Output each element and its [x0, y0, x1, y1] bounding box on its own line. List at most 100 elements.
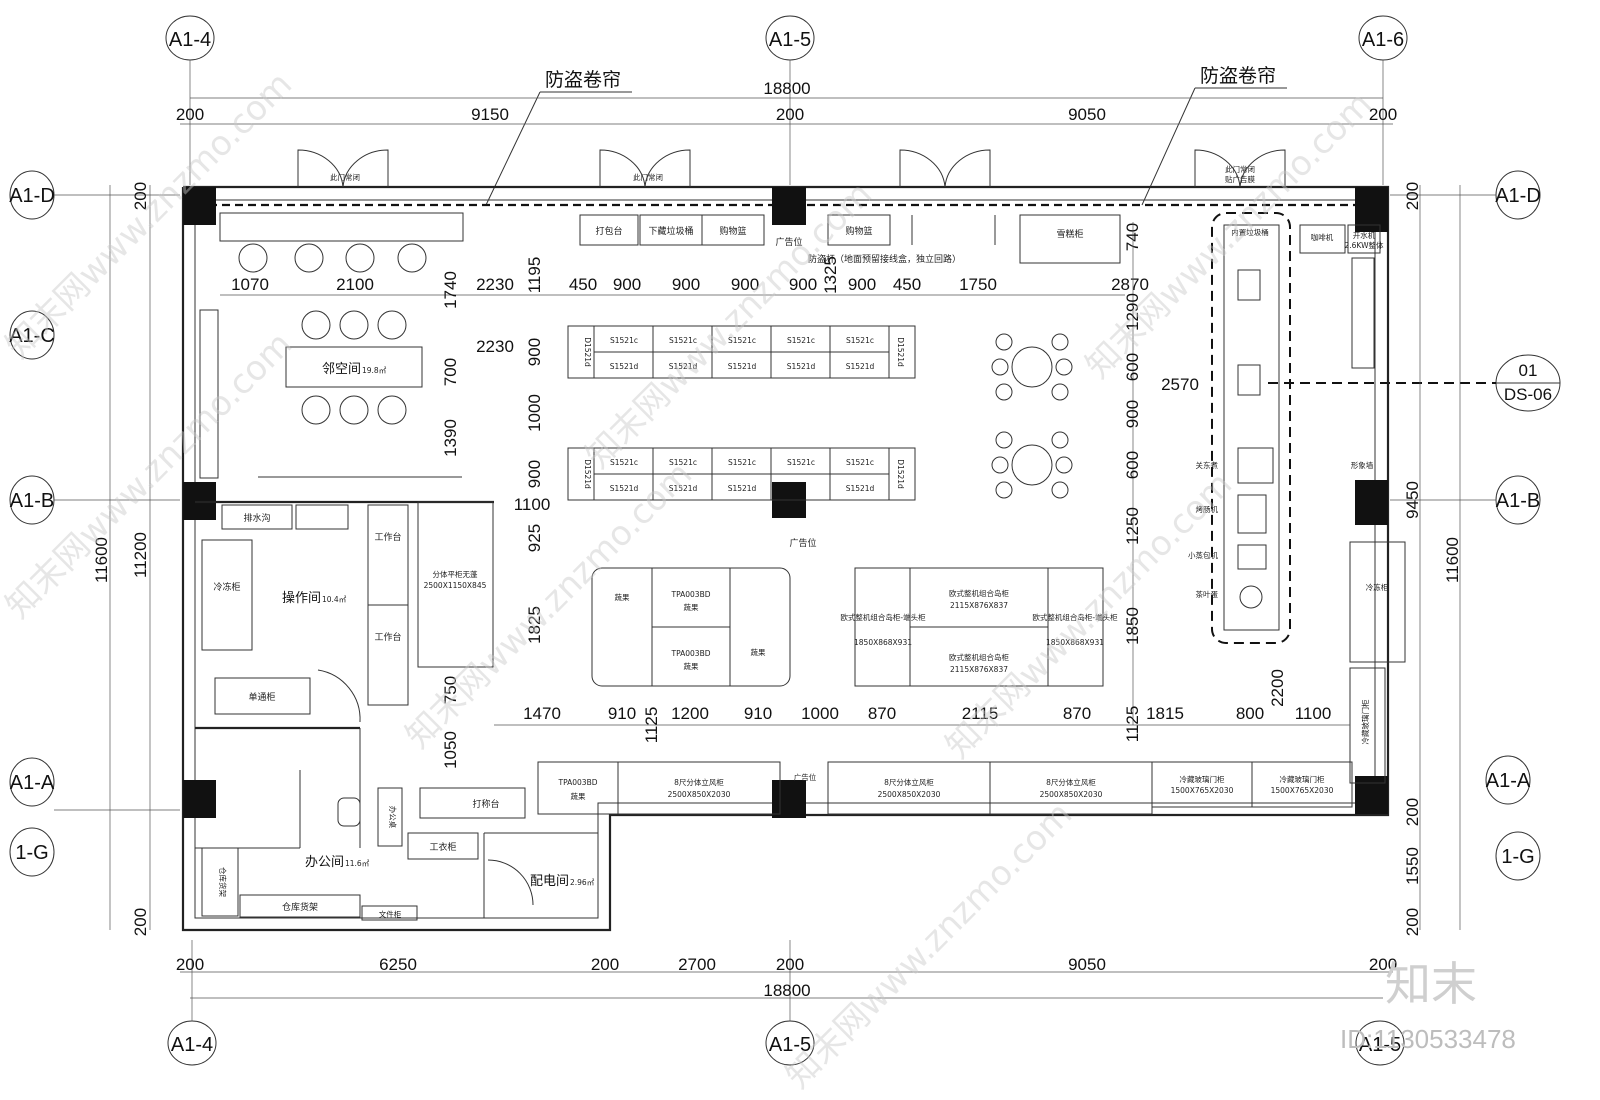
svg-text:870: 870 [1063, 704, 1091, 723]
svg-text:下藏垃圾桶: 下藏垃圾桶 [648, 225, 693, 237]
svg-text:2200: 2200 [1268, 669, 1287, 707]
svg-text:购物篮: 购物篮 [845, 225, 872, 237]
svg-text:600: 600 [1123, 353, 1142, 381]
svg-text:D1521d: D1521d [896, 337, 905, 367]
room-area: 2.96㎡ [570, 878, 595, 887]
svg-text:900: 900 [613, 275, 641, 294]
axis-right-a1-d: A1-D [1390, 170, 1541, 220]
section-num: 01 [1519, 361, 1538, 380]
svg-text:S1521c: S1521c [787, 336, 815, 345]
svg-text:贴广告膜: 贴广告膜 [1225, 174, 1255, 184]
svg-text:1815: 1815 [1146, 704, 1184, 723]
bottom-cabinets: TPA003BD 蔬果 8尺分体立风柜 2500X850X2030 广告位 8尺… [537, 761, 1353, 815]
svg-text:2700: 2700 [678, 955, 716, 974]
brand-watermark: 知末 [1385, 957, 1477, 1011]
svg-text:冷冻柜: 冷冻柜 [213, 581, 240, 593]
front-door-3 [899, 149, 991, 188]
svg-text:200: 200 [176, 105, 204, 124]
room-name: 配电间 [530, 874, 569, 889]
svg-text:2115X876X837: 2115X876X837 [950, 601, 1008, 610]
svg-text:1825: 1825 [525, 606, 544, 644]
svg-text:8尺分体立风柜: 8尺分体立风柜 [674, 777, 724, 787]
shutter-label: 防盗卷帘 [545, 69, 621, 91]
axis-label: A1-6 [1362, 29, 1404, 51]
svg-text:S1521d: S1521d [669, 484, 698, 493]
svg-text:1500X765X2030: 1500X765X2030 [1271, 786, 1334, 795]
svg-text:700: 700 [441, 358, 460, 386]
svg-text:2115X876X837: 2115X876X837 [950, 665, 1008, 674]
svg-text:200: 200 [591, 955, 619, 974]
svg-text:900: 900 [525, 460, 544, 488]
room-area: 11.6㎡ [345, 859, 370, 868]
svg-text:1750: 1750 [959, 275, 997, 294]
service-counter: 内置垃圾桶 咖啡机 开水机 2.6KW整体 关东煮 烤肠机 小蒸包机 茶叶蛋 形… [1188, 212, 1384, 644]
svg-text:200: 200 [1403, 798, 1422, 826]
svg-text:开水机: 开水机 [1353, 230, 1376, 240]
svg-text:200: 200 [1369, 105, 1397, 124]
axis-right-a1-b: A1-B [1390, 475, 1541, 525]
top-fixtures: 打包台 下藏垃圾桶 购物篮 广告位 购物篮 防盗杆（地面预留接线盒，独立回路） … [579, 214, 1121, 265]
svg-text:11600: 11600 [1443, 537, 1462, 583]
shelf-row-2: D1521d S1521c S1521c S1521c S1521c S1521… [567, 447, 916, 549]
svg-text:1100: 1100 [514, 495, 551, 514]
svg-text:11200: 11200 [131, 532, 150, 578]
axis-label: 1-G [1501, 846, 1534, 868]
svg-text:烤肠机: 烤肠机 [1196, 504, 1219, 514]
svg-text:900: 900 [525, 338, 544, 366]
veg-island: 蔬果 TPA003BD 蔬果 TPA003BD 蔬果 蔬果 [591, 567, 791, 687]
svg-text:1100: 1100 [1295, 704, 1332, 723]
svg-text:1470: 1470 [523, 704, 561, 723]
svg-text:910: 910 [608, 704, 636, 723]
svg-text:8尺分体立风柜: 8尺分体立风柜 [884, 777, 934, 787]
svg-text:知末网www.znzmo.com: 知末网www.znzmo.com [778, 794, 1080, 1096]
svg-text:冷藏玻璃门柜: 冷藏玻璃门柜 [1180, 774, 1225, 784]
axis-left-a1-c: A1-C [9, 310, 55, 360]
axis-label: A1-4 [169, 29, 211, 51]
svg-text:2.6KW整体: 2.6KW整体 [1345, 240, 1384, 250]
svg-text:1000: 1000 [801, 704, 839, 723]
axis-label: A1-A [1486, 770, 1531, 792]
section-tag: 01 DS-06 [1268, 354, 1561, 412]
svg-text:办公桌: 办公桌 [388, 806, 398, 829]
svg-text:2230: 2230 [476, 275, 514, 294]
svg-text:S1521c: S1521c [846, 458, 874, 467]
svg-text:S1521d: S1521d [846, 484, 875, 493]
svg-text:蔬果: 蔬果 [615, 592, 630, 602]
svg-text:200: 200 [776, 955, 804, 974]
svg-text:1000: 1000 [525, 394, 544, 432]
svg-text:1850X868X931: 1850X868X931 [854, 638, 912, 647]
svg-text:200: 200 [1403, 908, 1422, 936]
shutter-note-left: 防盗卷帘 [485, 69, 632, 206]
svg-text:6250: 6250 [379, 955, 417, 974]
svg-text:欧式整机组合岛柜-端头柜: 欧式整机组合岛柜-端头柜 [1032, 612, 1118, 622]
svg-text:打包台: 打包台 [595, 225, 622, 237]
inner-dims-row2: 2230 900 700 1390 1000 900 1100 925 1825… [441, 337, 550, 769]
svg-text:9050: 9050 [1068, 955, 1106, 974]
inner-dims-row3: 1290 600 2570 900 600 1250 1850 2200 112… [1123, 222, 1287, 742]
svg-text:广告位: 广告位 [794, 772, 817, 782]
axis-label: A1-C [9, 325, 55, 347]
svg-text:2500X850X2030: 2500X850X2030 [878, 790, 941, 799]
svg-text:1850: 1850 [1123, 607, 1142, 645]
axis-label: A1-4 [171, 1034, 213, 1056]
svg-text:此门常闭: 此门常闭 [633, 172, 663, 182]
room-area: 19.8㎡ [362, 366, 387, 375]
front-door-4: 此门常闭 贴广告膜 [1194, 149, 1286, 188]
svg-text:9050: 9050 [1068, 105, 1106, 124]
svg-text:D1521d: D1521d [896, 459, 905, 489]
shelf-row-1: D1521d S1521c S1521c S1521c S1521c S1521… [567, 325, 916, 379]
front-door-2: 此门常闭 [599, 149, 691, 188]
columns [183, 187, 1388, 818]
svg-text:关东煮: 关东煮 [1196, 460, 1219, 470]
svg-text:此门常闭: 此门常闭 [1225, 164, 1255, 174]
svg-text:茶叶蛋: 茶叶蛋 [1196, 589, 1219, 599]
svg-text:900: 900 [731, 275, 759, 294]
svg-text:购物篮: 购物篮 [719, 225, 746, 237]
image-id-watermark: ID:1130533478 [1340, 1024, 1516, 1054]
svg-text:S1521d: S1521d [610, 484, 639, 493]
svg-text:蔬果: 蔬果 [751, 647, 766, 657]
svg-text:广告位: 广告位 [775, 236, 802, 248]
svg-text:900: 900 [848, 275, 876, 294]
svg-text:200: 200 [131, 182, 150, 210]
